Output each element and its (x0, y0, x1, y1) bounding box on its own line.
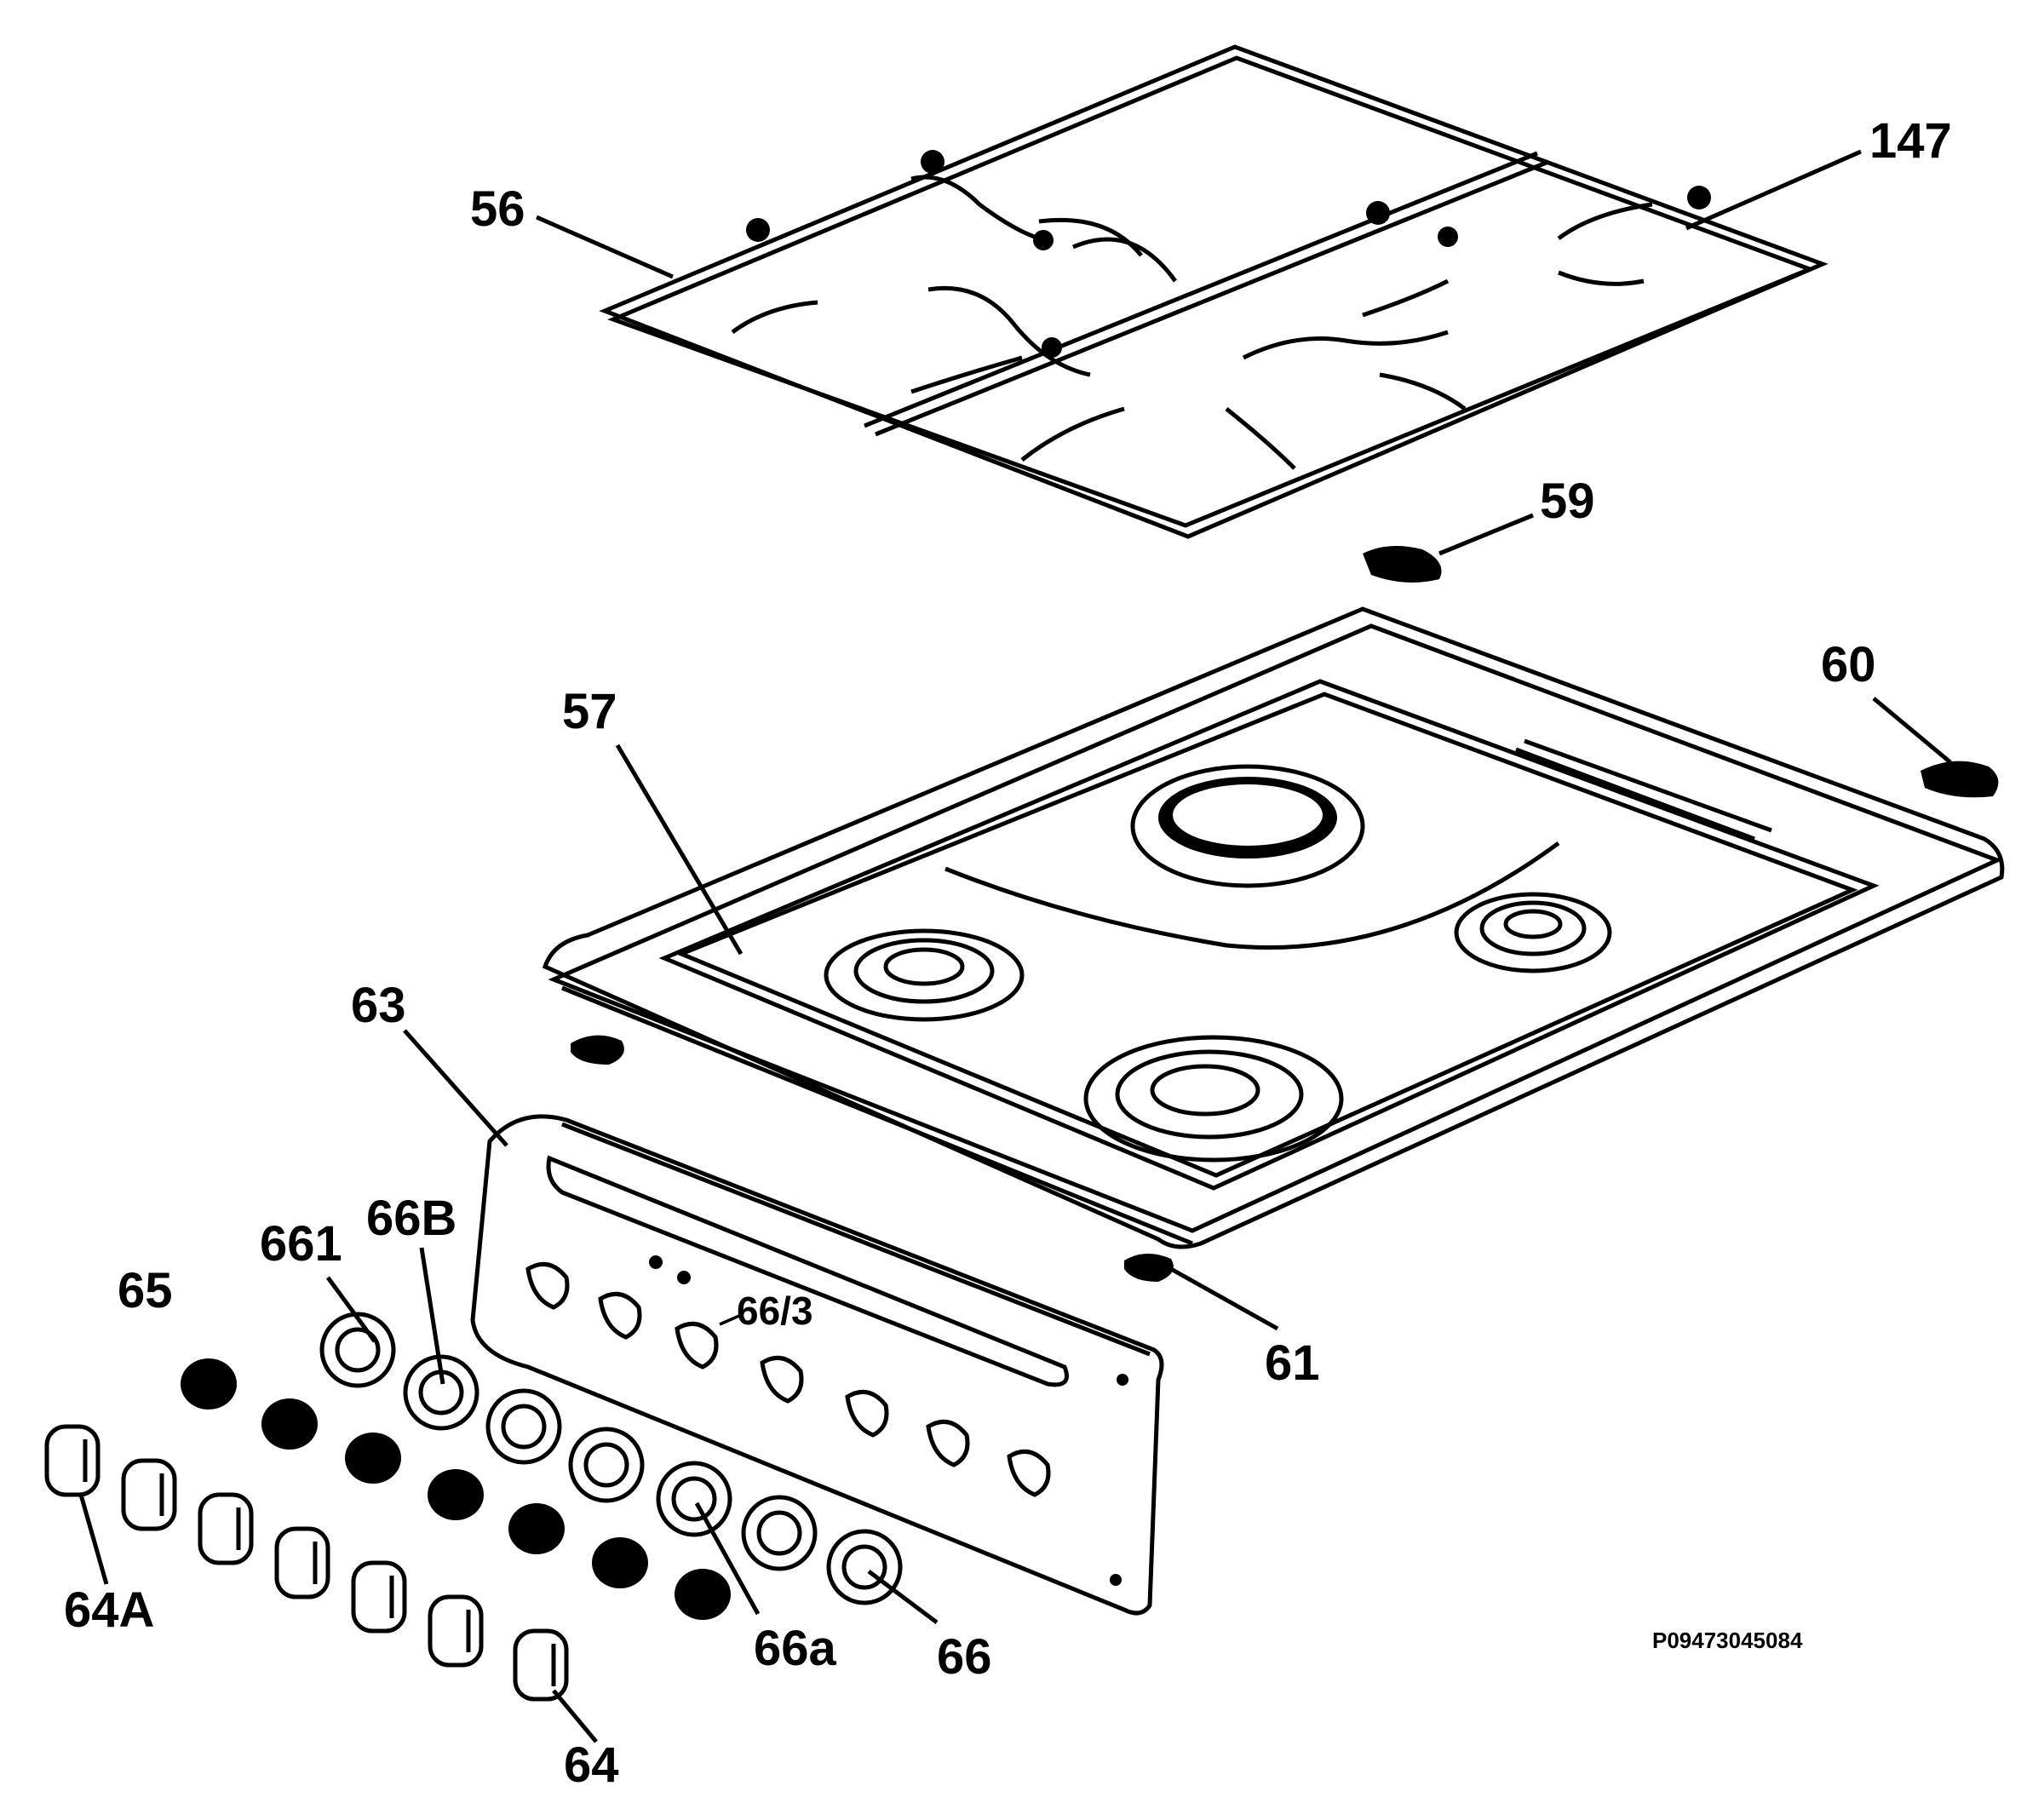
hob-top (542, 606, 2005, 1249)
leader-64 (552, 1689, 598, 1743)
part-59-clip (1363, 546, 1442, 583)
leader-66 (867, 1570, 939, 1624)
bezel-4 (568, 1427, 645, 1503)
leader-66a (694, 1502, 761, 1616)
callout-66B: 66B (366, 1191, 456, 1246)
part-61-screw (1124, 1253, 1174, 1282)
leader-60 (1872, 697, 1952, 764)
bezel-1 (319, 1312, 396, 1388)
part-60-clip (1921, 761, 1999, 798)
bezel-6 (741, 1495, 818, 1571)
leader-56 (535, 215, 675, 279)
callout-65: 65 (118, 1263, 173, 1318)
leader-59 (1438, 513, 1534, 556)
reference-code: P09473045084 (1652, 1628, 1803, 1653)
callout-66: 66 (937, 1629, 992, 1685)
callout-64: 64 (564, 1737, 619, 1793)
callout-63: 63 (351, 978, 406, 1033)
control-knobs (44, 1424, 569, 1702)
callout-56: 56 (470, 181, 525, 237)
bezel-7 (826, 1529, 903, 1605)
knob-springs (181, 1358, 731, 1620)
leader-147 (1685, 149, 1863, 231)
leader-63 (403, 1029, 508, 1147)
bezel-5 (656, 1461, 732, 1537)
knob-4 (274, 1526, 330, 1599)
leader-61 (1169, 1266, 1279, 1331)
callout-661: 661 (260, 1216, 342, 1272)
pan-support-grid (599, 44, 1829, 539)
knob-2 (121, 1458, 177, 1531)
knob-3 (198, 1492, 254, 1565)
callout-147: 147 (1869, 113, 1952, 169)
callout-61: 61 (1265, 1335, 1320, 1391)
knob-6 (428, 1594, 484, 1668)
leader-66B (419, 1247, 445, 1385)
knob-bezels (319, 1312, 903, 1605)
control-panel (470, 1114, 1164, 1616)
callout-57: 57 (562, 684, 617, 739)
callout-66a: 66a (754, 1621, 837, 1676)
knob-1 (44, 1424, 100, 1497)
callout-66-3: 66/3 (737, 1289, 813, 1333)
leader-66-3 (719, 1314, 740, 1326)
hob-screw-left (571, 1035, 624, 1065)
knob-7 (513, 1628, 569, 1702)
callout-59: 59 (1540, 474, 1595, 529)
leader-64A (78, 1494, 109, 1585)
callout-64A: 64A (64, 1582, 154, 1638)
leader-57 (615, 744, 744, 956)
callout-60: 60 (1821, 637, 1876, 692)
bezel-3 (485, 1388, 562, 1465)
knob-5 (351, 1560, 407, 1634)
leader-661 (325, 1276, 377, 1343)
